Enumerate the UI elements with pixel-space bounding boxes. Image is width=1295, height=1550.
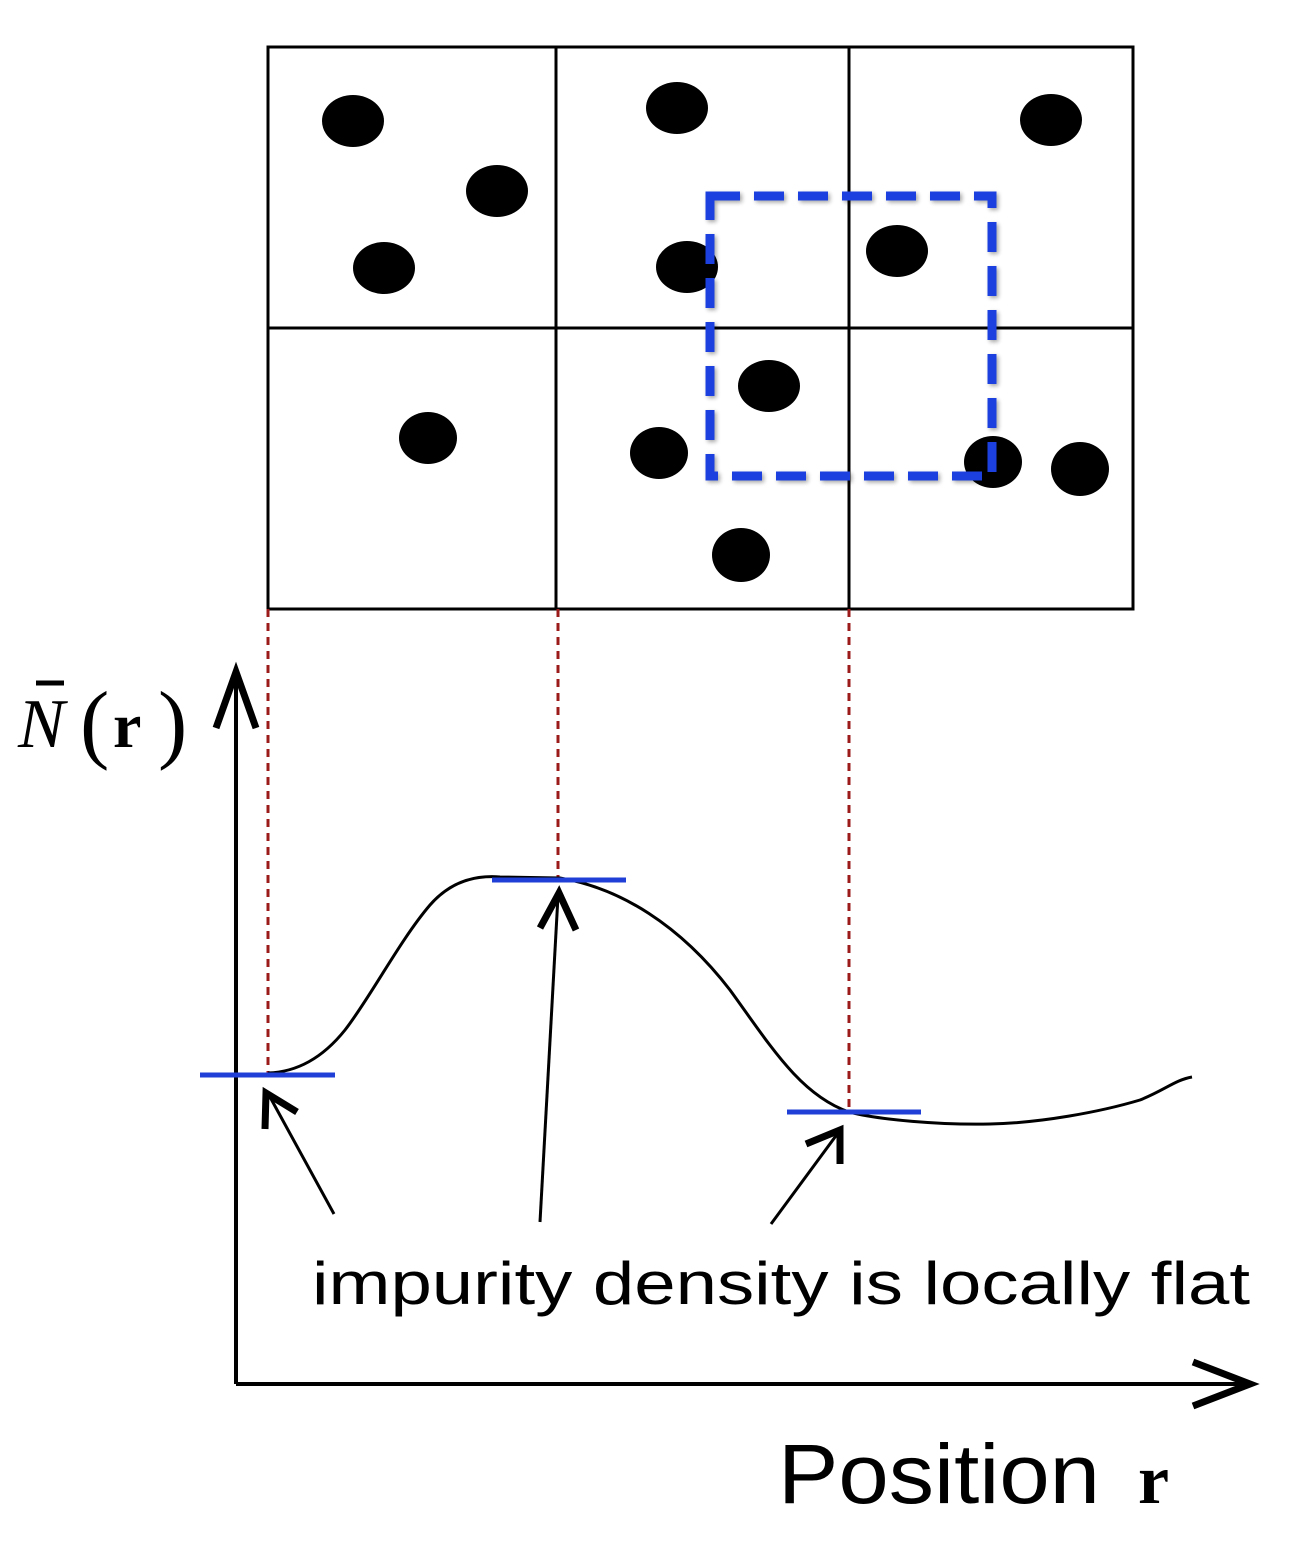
impurity-dot [646,82,708,134]
annotation-text: impurity density is locally flat [312,1250,1250,1317]
impurity-dot [1020,94,1082,146]
averaging-window-box [705,191,997,481]
impurity-dot [466,165,528,217]
annotation-arrow-left [268,1096,336,1215]
impurity-dot [1051,442,1109,496]
axes [212,661,1260,1410]
annotation-arrow-middle [538,895,560,1223]
flat-markers [200,877,921,1115]
y-label-close-paren: ) [158,675,187,772]
impurity-dot [738,360,800,412]
guide-lines [266,609,851,1112]
impurity-dot [399,412,457,464]
annotation-arrow-left-head [261,1086,299,1130]
impurity-dot [712,528,770,582]
y-axis-arrowhead [212,661,260,730]
impurity-dot [630,427,688,479]
x-axis-label: Position r [778,1427,1169,1521]
y-axis-label: N ( r ) [17,675,187,772]
annotation-arrows [261,885,844,1225]
cell-grid [266,45,1135,611]
annotation-arrow-right [769,1132,840,1225]
x-label-vector: r [1138,1442,1169,1519]
annotation-arrow-middle-head [536,885,580,932]
y-label-symbol: N [17,686,68,763]
impurity-dot [656,241,718,293]
impurity-dot [322,95,384,147]
impurity-dot [866,225,928,277]
y-label-vector: r [113,690,141,761]
x-label-word: Position [778,1427,1100,1521]
y-label-open-paren: ( [80,675,109,772]
annotation-arrow-right-head [804,1124,844,1164]
density-curve [267,875,1193,1126]
impurity-dot [353,242,415,294]
x-axis-arrowhead [1191,1358,1260,1410]
